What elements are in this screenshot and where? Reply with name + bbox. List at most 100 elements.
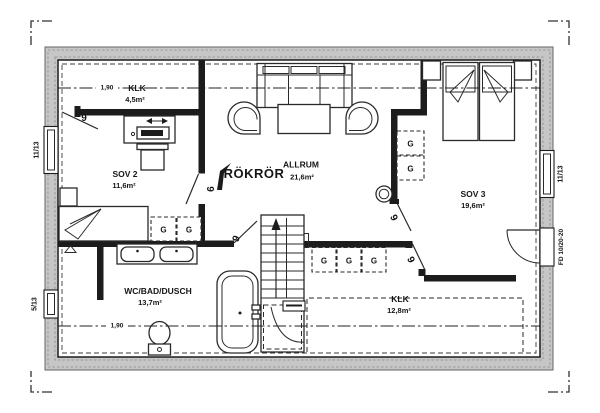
chair-backrest [136, 143, 169, 151]
windows: 11/13 5/13 11/13 FD 10/20-20 [32, 125, 565, 319]
pillow-sov3-right [482, 65, 512, 93]
sink-basin-left [120, 246, 155, 263]
wall-hall-south [304, 241, 408, 248]
sofa-cushion-2 [290, 66, 318, 74]
round-fixture-inner [378, 188, 390, 200]
door-jamb-klk-bottom-a [405, 241, 413, 248]
wall-sov3-west [391, 109, 398, 203]
armchair-right-inner [348, 107, 373, 132]
sofa-cushion-1 [262, 66, 290, 74]
bathtub-tap-a [251, 304, 261, 311]
chair-seat [140, 149, 165, 171]
duvet-fold-right [483, 69, 509, 103]
bathtub-outer [216, 270, 259, 354]
corner-marks [30, 20, 570, 393]
faucet-left [136, 249, 139, 253]
wardrobe-label: G [371, 257, 377, 266]
sofa-cushion-3 [318, 66, 346, 74]
wall-sov2-east-lower [198, 204, 205, 247]
room-name-bathroom: WC/BAD/DUSCH [124, 286, 192, 296]
faucet-right [175, 249, 178, 253]
ceiling-height-lines: 1,90 1,90 [58, 82, 540, 330]
furniture-sov3 [421, 60, 533, 142]
chimney-flue-symbol [217, 163, 231, 190]
corner-mark-bottom-right [548, 371, 570, 393]
balcony-door-label: FD 10/20-20 [558, 229, 565, 266]
bed-sov2-pillow-fold [64, 208, 102, 240]
nightstand-sov2 [59, 187, 78, 207]
armchair-right [345, 101, 379, 135]
stair-treads [261, 225, 304, 299]
wardrobe-label: G [407, 165, 413, 174]
stairs [260, 214, 306, 353]
toilet-button [157, 347, 162, 352]
low-ceiling-boundary [306, 297, 524, 352]
door-jamb-klk-bottom-b [418, 269, 426, 276]
height-label-bg-top [96, 82, 118, 91]
wall-insulation-dash-inner [54, 56, 544, 361]
sink-basin-right [159, 246, 194, 263]
room-name-sov3: SOV 3 [460, 189, 485, 199]
stair-well [260, 214, 305, 353]
wall-klk-top [78, 109, 201, 116]
stair-up-arrow-head [271, 218, 281, 230]
armchair-left-inner [233, 107, 258, 132]
window-right-label: 11/13 [558, 165, 565, 182]
stair-walkline [270, 306, 305, 343]
bed-sov2-pillow-line [69, 208, 102, 225]
wall-sov3-jog [391, 109, 427, 116]
window-left-lower-label: 5/13 [32, 297, 39, 311]
room-name-klk-top: KLK [128, 83, 146, 93]
wardrobe-label: G [160, 226, 166, 235]
door-leaf-klk-top [61, 111, 99, 130]
desk-arrow-left [146, 118, 152, 124]
desk-arrow-right [162, 118, 168, 124]
wardrobes: G G G G G G G [150, 130, 425, 273]
bed-sov3-right [478, 61, 516, 142]
door-jamb-klk-top [74, 106, 81, 117]
corner-mark-top-left [30, 20, 52, 45]
wall-sov2-east-upper [198, 60, 205, 174]
vent-triangle [63, 244, 78, 253]
window-left-upper-label: 11/13 [34, 141, 41, 158]
wardrobe-hall-2 [336, 246, 362, 273]
room-labels: KLK 4,5m² SOV 2 11,6m² ALLRUM 21,6m² RÖK… [112, 83, 485, 315]
room-area-klk-bottom: 12,8m² [387, 306, 411, 315]
wardrobe-label: G [186, 226, 192, 235]
room-area-allrum: 21,6m² [290, 173, 314, 182]
window-right-frame [543, 153, 551, 195]
bathroom-fixtures [116, 243, 261, 356]
furniture-sov2 [58, 115, 176, 253]
wardrobe-sov2-2 [176, 216, 202, 242]
corner-mark-top-right [548, 20, 570, 45]
room-area-sov2: 11,6m² [112, 181, 136, 190]
pillow-sov3-left [445, 65, 476, 93]
wall-klk-bottom-north [424, 275, 516, 282]
door-width-mark: 9 [204, 186, 215, 192]
room-name-klk-bottom: KLK [391, 294, 409, 304]
toilet-tank [147, 343, 172, 356]
window-left-upper [43, 125, 59, 175]
corner-mark-bottom-left [30, 371, 52, 393]
door-width-mark: 9 [81, 113, 87, 124]
wardrobe-sov2-1 [150, 216, 177, 242]
nightstand-sov3-right [512, 60, 533, 81]
wall-cap-sov3 [389, 199, 399, 204]
window-left-lower-frame [47, 293, 55, 315]
wardrobe-label: G [321, 257, 327, 266]
armchair-left [227, 101, 261, 135]
window-right [539, 149, 555, 199]
wardrobe-label: G [346, 257, 352, 266]
printer-detail [141, 130, 163, 136]
door-leaf-sov2 [185, 173, 200, 205]
desk-knob [130, 131, 136, 137]
balcony-door-swing [506, 229, 541, 264]
wardrobe-sov3-2 [396, 155, 425, 181]
window-left-lower [43, 289, 59, 319]
bathtub-tap-b [251, 313, 261, 320]
height-label-top: 1,90 [101, 85, 114, 92]
bathtub-drain [238, 311, 242, 315]
height-label-bg-bottom [106, 320, 128, 329]
